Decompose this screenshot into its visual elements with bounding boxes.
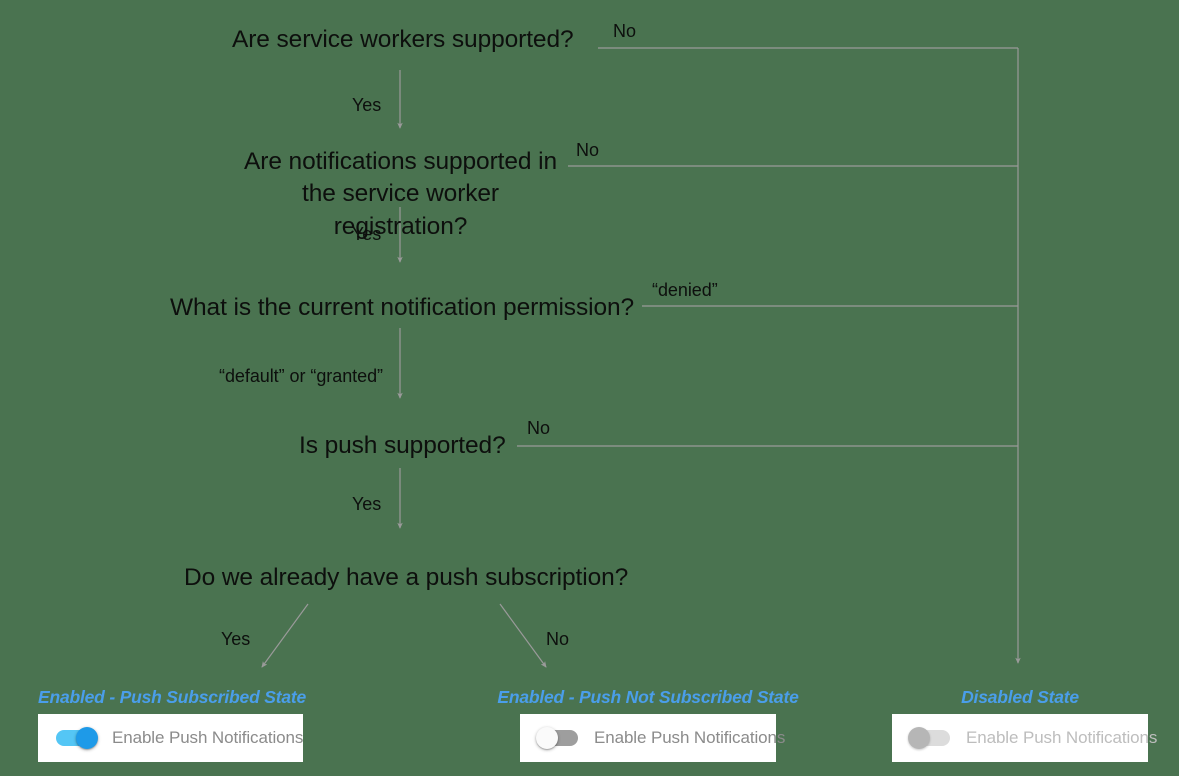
state-title-enabled-push-subscribed: Enabled - Push Subscribed State [38,687,307,707]
edge-label-q4-no: No [527,418,550,438]
state-title-disabled: Disabled State [961,687,1079,707]
edge-label-q2-yes: Yes [352,224,382,244]
edge-q5-yes [261,603,309,668]
push-toggle-disabled [908,727,952,749]
edge-label-q4-yes: Yes [352,494,382,514]
decision-push-supported: Is push supported? [299,432,506,459]
state-enabled-push-not-subscribed: Enabled - Push Not Subscribed State Enab… [494,687,802,762]
decision-service-workers-supported: Are service workers supported? [232,26,574,53]
toggle-label-enable-push-notifications: Enable Push Notifications [594,728,786,747]
push-toggle-off[interactable] [536,727,580,749]
toggle-label-enable-push-notifications: Enable Push Notifications [112,728,304,747]
decision-notifications-supported: Are notifications supported in the servi… [238,146,563,243]
toggle-card-enabled-push-not-subscribed[interactable]: Enable Push Notifications [520,714,785,762]
toggle-thumb [536,727,558,749]
edge-label-q5-yes: Yes [221,629,251,649]
push-toggle-on[interactable] [54,727,98,749]
toggle-card-enabled-push-subscribed[interactable]: Enable Push Notifications [38,714,303,762]
edge-label-q1-no: No [613,21,636,41]
edge-label-q3-allowed: “default” or “granted” [219,366,383,386]
edge-q5-no [499,603,547,668]
edge-label-q2-no: No [576,140,599,160]
toggle-thumb [908,727,930,749]
toggle-thumb [76,727,98,749]
decision-notifications-supported-line2: the service worker registration? [302,180,499,240]
edge-label-q1-yes: Yes [352,95,382,115]
state-disabled: Disabled State Enable Push Notifications [892,687,1157,762]
state-enabled-push-subscribed: Enabled - Push Subscribed State Enable P… [38,687,307,762]
edge-label-q3-denied: “denied” [652,280,718,300]
edge-label-q5-no: No [546,629,569,649]
toggle-card-disabled: Enable Push Notifications [892,714,1157,762]
decision-existing-subscription: Do we already have a push subscription? [184,564,629,591]
decision-notification-permission: What is the current notification permiss… [170,294,635,321]
decision-notifications-supported-line1: Are notifications supported in [244,148,557,175]
toggle-label-enable-push-notifications: Enable Push Notifications [966,728,1158,747]
state-title-enabled-push-not-subscribed: Enabled - Push Not Subscribed State [497,687,799,707]
